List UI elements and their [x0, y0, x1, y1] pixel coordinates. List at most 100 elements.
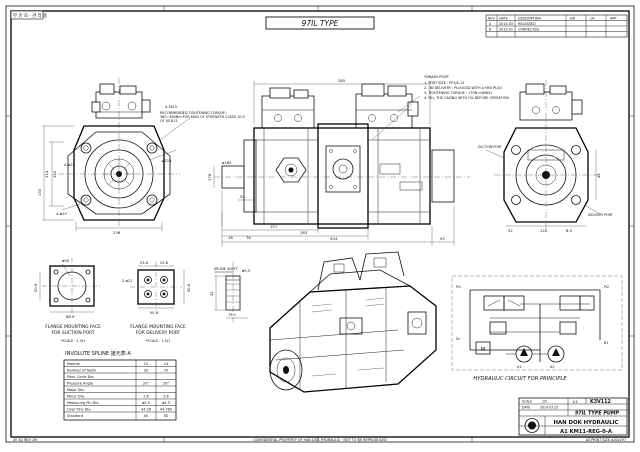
suction-dim-1: 50.8: [33, 283, 38, 292]
spline-row-8-b: JIS: [163, 414, 169, 418]
delivery-dim-0: 23.8: [140, 261, 149, 265]
rev-row-0-rev: A: [489, 22, 492, 26]
front-dim-5: 236: [113, 230, 121, 235]
front-dim-4: 4-ø22: [56, 211, 68, 216]
rev-header-5: APP: [610, 16, 616, 20]
spline-row-5-label: Minor Dia.: [67, 395, 85, 399]
tb-title: 97IL TYPE PUMP: [575, 411, 620, 417]
front-dim-1: ø214: [162, 158, 172, 163]
spline-dim-0: ø9.5: [242, 269, 250, 273]
right-label-1: DELIVERY PORT: [588, 213, 613, 217]
hydraulic-circuit: M Pi1 Pi2 Dr A1 A2 B1 HYDRAULIC CIRCUIT …: [451, 275, 623, 382]
rev-row-0-desc: RELEASED: [518, 22, 536, 26]
right-dim-3: 32: [508, 228, 513, 233]
right-dim-1: 42: [596, 173, 601, 178]
spline-row-5-a: 2.8: [143, 395, 149, 399]
front-note-label: 4-M20: [165, 104, 177, 109]
spline-row-0-label: Module: [67, 362, 80, 366]
sheet-border-inner: [10, 10, 630, 438]
suction-flange-face: ø50 50.8 88.9 FLANGE MOUNTING FACE FOR S…: [33, 258, 102, 343]
side-dim-9: ø160: [222, 160, 232, 165]
circuit-label-pi2: Pi2: [604, 285, 609, 289]
circuit-caption: HYDRAULIC CIRCUIT FOR PRINCIPLE: [473, 376, 567, 382]
spline-row-7-a: 44.28: [141, 408, 151, 412]
side-dim-8: 76: [246, 235, 251, 240]
isometric-pump-view: [269, 251, 437, 393]
tb-row-1-label: DATE: [522, 406, 530, 410]
ports-note-line-0: 1. PORT SIZE : PF3/4-14: [424, 81, 464, 85]
spline-row-0-a: 12: [144, 362, 148, 366]
spline-row-1-b: 35: [164, 369, 168, 373]
tb-row-0-label: SCALE: [522, 400, 532, 404]
ports-note-line-2: 3. TIGHTENING TORQUE : 170N·m(MAX): [424, 91, 493, 95]
spline-row-6-b: ø4.5: [162, 401, 170, 405]
spline-row-8-a: JIS: [143, 414, 149, 418]
footer-left: AY 3G REV 1M: [13, 438, 37, 442]
rev-row-1-date: 2015.01: [499, 27, 513, 31]
front-dim-3: 152: [52, 170, 57, 178]
right-dim-0: 120: [540, 228, 548, 233]
circuit-label-dr: Dr: [456, 337, 461, 341]
rev-row-0-date: 2014.03: [499, 22, 513, 26]
suction-dim-0: ø50: [62, 258, 70, 263]
tb-scale: 1/1: [572, 400, 578, 404]
footer: AY 3G REV 1M CONFIDENTIAL PROPERTY OF HA…: [13, 438, 626, 442]
spline-row-5-b: 2.8: [163, 395, 169, 399]
corner-stamp: 부 유 조 · 관 리 용: [10, 10, 47, 20]
title-block: SCALE 1/5 DATE 2014.03.25 1/1 K3V112 97I…: [518, 397, 628, 436]
right-regulator: [519, 83, 583, 121]
spline-table: INVOLUTE SPLINE 諸元表-A Module 12 14 Numbe…: [63, 350, 177, 421]
delivery-flange-face: 23.8 23.8 2-ø12 50.8 50.8 FLANGE MOUNTIN…: [122, 261, 191, 343]
front-regulator: [91, 83, 151, 119]
front-note-box: RECOMMENDED TIGHTENING TORQUE : 360~480N…: [160, 111, 245, 124]
spline-row-7-label: Over Pins Dia.: [67, 408, 92, 412]
sheet-border-outer: [5, 5, 635, 443]
spline-detail-label: SPLINE SHAFT: [214, 267, 239, 271]
spline-row-1-label: Number of Teeth: [67, 369, 96, 373]
spline-row-3-label: Pressure Angle: [67, 382, 93, 386]
right-view: 120 42 8.5 32 SUCTION PORT DELIVERY PORT: [478, 80, 613, 233]
ports-note-line-3: 4. FILL THE CASING WITH OIL BEFORE OPERA…: [424, 96, 509, 100]
delivery-subtitle: FOR DELIVERY PORT: [136, 330, 181, 336]
delivery-dim-4: 50.8: [150, 311, 159, 315]
rev-header-1: DATE: [499, 16, 508, 20]
spline-row-2-label: Pitch Circle Dia.: [67, 375, 95, 379]
rev-header-3: DR: [570, 16, 576, 20]
revision-block: REV DATE DESCRIPTION DR CK APP A 2014.03…: [485, 14, 628, 38]
front-view: 4-M20 RECOMMENDED TIGHTENING TORQUE : 36…: [37, 78, 245, 235]
side-dim-3: 504: [330, 236, 338, 241]
side-dim-4: 93: [440, 236, 445, 241]
spline-row-6-label: Measuring Pin Dia.: [67, 401, 100, 405]
side-dim-1: 157: [270, 224, 278, 229]
spline-table-title: INVOLUTE SPLINE 諸元表-A: [65, 350, 131, 357]
title-box: 97IL TYPE: [265, 16, 375, 30]
suction-scale: *SCALE : 1.5/1: [61, 339, 86, 343]
circuit-label-a2: A2: [550, 365, 554, 369]
spline-row-3-a: 20°: [143, 382, 149, 386]
circuit-label-a1: A1: [517, 365, 521, 369]
delivery-dim-2: 2-ø12: [122, 279, 132, 283]
front-dim-6: 130: [37, 188, 42, 196]
side-dim-0: 285: [338, 78, 346, 83]
spline-row-3-b: 20°: [163, 382, 169, 386]
rev-row-1-desc: CORRECTED: [518, 27, 539, 31]
zone-ticks: [6, 6, 634, 442]
front-note-text: RECOMMENDED TIGHTENING TORQUE : 360~480N…: [160, 111, 245, 124]
spline-dim-1: 32: [210, 291, 214, 296]
rev-header-2: DESCRIPTION: [518, 16, 541, 20]
side-dim-6: 52: [240, 194, 245, 199]
spline-dim-2: 75.1: [228, 313, 236, 317]
side-view: 285 157 263 504 93 178 52 18 76 ø160: [207, 78, 470, 246]
right-label-0: SUCTION PORT: [478, 145, 502, 149]
delivery-title: FLANGE MOUNTING FACE: [130, 324, 186, 330]
footer-right: A3 PRINT SIZE 420x297: [586, 438, 626, 442]
spline-row-1-a: 30: [144, 369, 148, 373]
side-regulator-left: [261, 87, 315, 129]
circuit-label-pi1: Pi1: [456, 285, 461, 289]
spline-row-6-a: ø4.5: [142, 401, 150, 405]
spline-row-0-b: 14: [164, 362, 169, 366]
tb-row-0-value: 1/5: [542, 400, 547, 404]
delivery-dim-1: 23.8: [160, 261, 169, 265]
circuit-label-motor: M: [481, 347, 485, 353]
